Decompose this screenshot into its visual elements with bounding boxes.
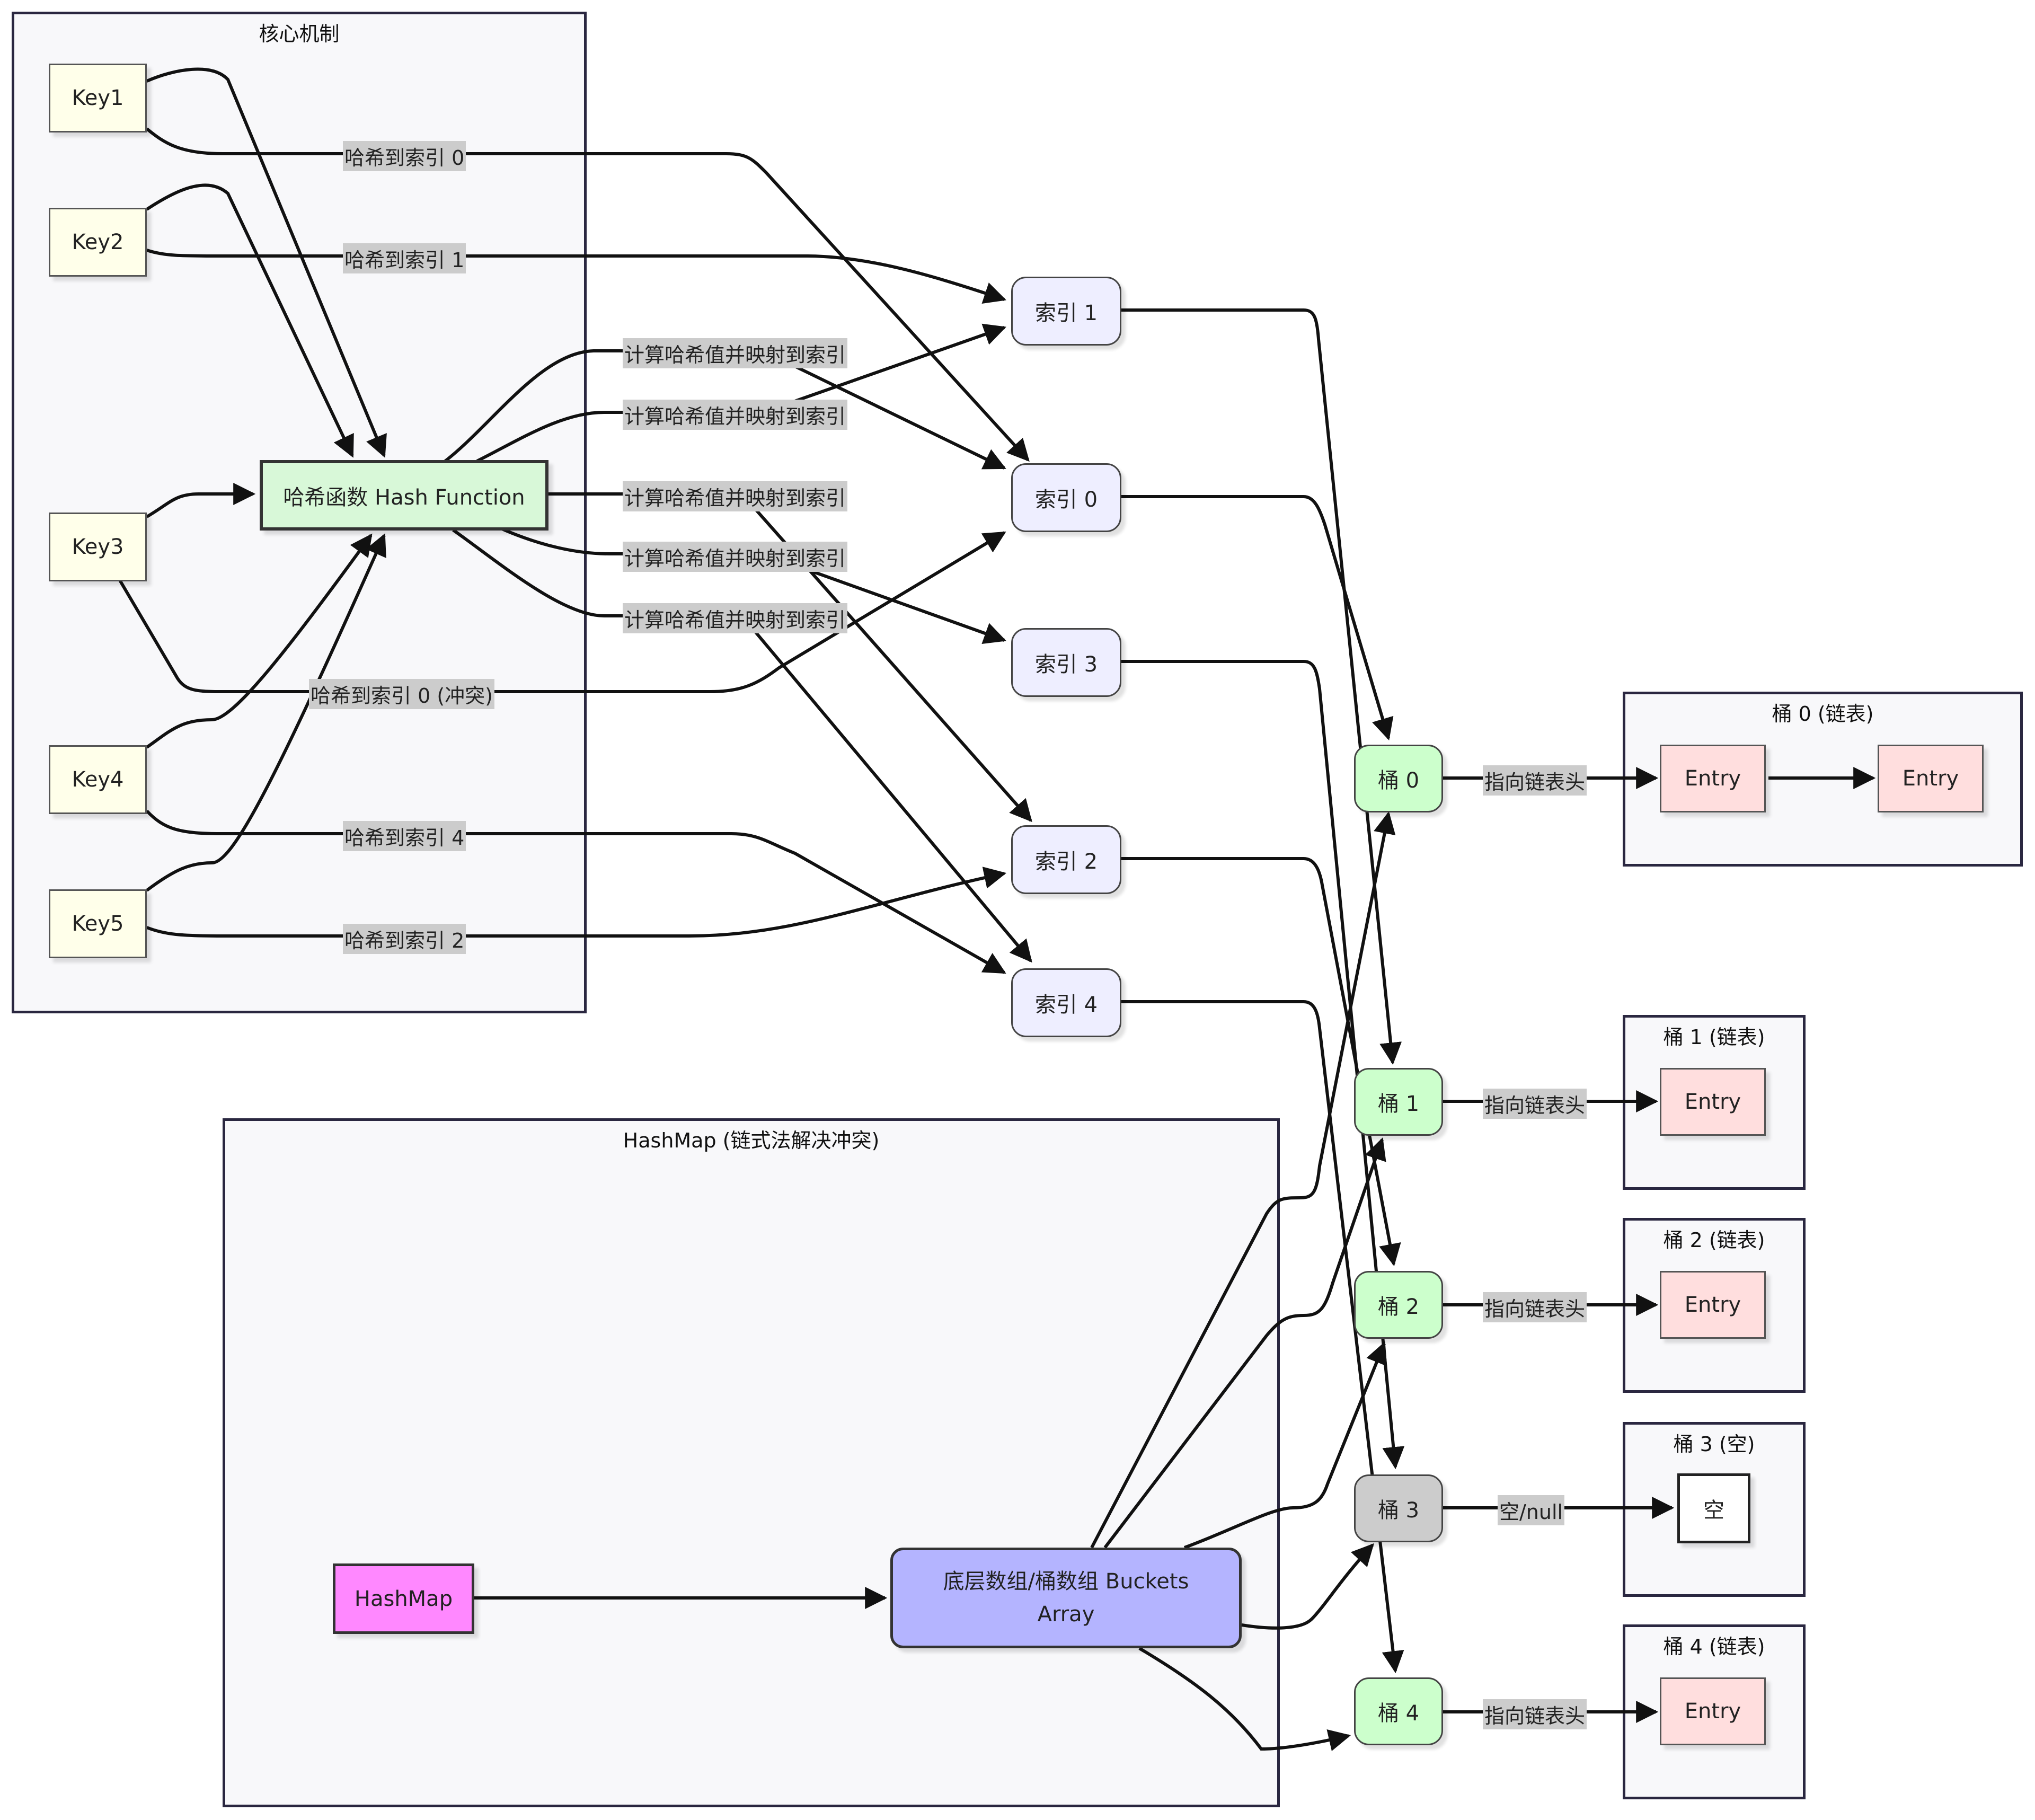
- key1-node[interactable]: Key1: [49, 64, 147, 132]
- bucket-1-node[interactable]: 桶 1: [1354, 1068, 1443, 1136]
- edge-key2-hashfn: [146, 183, 354, 458]
- edge-idx0-bucket0: [1120, 495, 1394, 741]
- index-2-node[interactable]: 索引 2: [1011, 825, 1121, 894]
- edge-idx3-bucket3: [1120, 660, 1405, 1470]
- index-0-node[interactable]: 索引 0: [1011, 463, 1121, 532]
- bucket-0-entry-2[interactable]: Entry: [1878, 745, 1984, 812]
- key4-node[interactable]: Key4: [49, 745, 147, 814]
- edge-key5-hashfn: [146, 533, 386, 892]
- edge-array-bucket4: [1138, 1647, 1351, 1751]
- cluster-hashmap: HashMap (链式法解决冲突): [223, 1118, 1280, 1807]
- edge-idx1-bucket1: [1120, 308, 1402, 1065]
- edge-array-bucket1: [1103, 1137, 1386, 1549]
- cluster-hashmap-title: HashMap (链式法解决冲突): [623, 1129, 880, 1152]
- edge-label-null: 空/null: [1498, 1495, 1565, 1525]
- bucket-2-node[interactable]: 桶 2: [1354, 1271, 1443, 1339]
- edge-hashfn-idx4: [452, 528, 1032, 963]
- edge-label-head-1: 指向链表头: [1483, 1089, 1587, 1119]
- cluster-bucket-4-title: 桶 4 (链表): [1663, 1635, 1765, 1658]
- cluster-core-title: 核心机制: [259, 22, 340, 46]
- edge-array-bucket3: [1241, 1543, 1374, 1630]
- edge-idx2-bucket2: [1120, 857, 1401, 1267]
- edge-label-head-0: 指向链表头: [1483, 765, 1587, 796]
- edge-key5-idx2: [146, 867, 1007, 938]
- bucket-3-empty-node[interactable]: 空: [1677, 1473, 1750, 1543]
- bucket-2-entry[interactable]: Entry: [1660, 1271, 1766, 1339]
- edge-key3-idx0: [118, 531, 1006, 693]
- edge-key4-hashfn: [146, 533, 373, 749]
- key3-node[interactable]: Key3: [49, 513, 147, 581]
- edge-hashfn-idx0: [444, 349, 1006, 470]
- cluster-bucket-1-title: 桶 1 (链表): [1663, 1026, 1765, 1049]
- edge-label-head-2: 指向链表头: [1483, 1292, 1587, 1322]
- edge-array-bucket2: [1183, 1341, 1387, 1549]
- edge-key1-hashfn: [146, 67, 387, 458]
- cluster-bucket-3-title: 桶 3 (空): [1673, 1433, 1755, 1456]
- bucket-0-entry-1[interactable]: Entry: [1660, 745, 1766, 812]
- edge-label-compute-1: 计算哈希值并映射到索引: [623, 338, 848, 368]
- index-1-node[interactable]: 索引 1: [1011, 277, 1121, 346]
- edge-hashfn-idx3: [500, 527, 1006, 644]
- key2-node[interactable]: Key2: [49, 208, 147, 277]
- edge-key2-idx1: [146, 249, 1006, 304]
- key5-node[interactable]: Key5: [49, 889, 147, 958]
- edge-key4-idx4: [145, 809, 1006, 974]
- edge-label-compute-4: 计算哈希值并映射到索引: [623, 542, 848, 572]
- index-3-node[interactable]: 索引 3: [1011, 628, 1121, 697]
- edge-array-bucket0: [1090, 811, 1396, 1549]
- hashmap-node[interactable]: HashMap: [333, 1563, 474, 1634]
- bucket-4-node[interactable]: 桶 4: [1354, 1677, 1443, 1745]
- bucket-1-entry[interactable]: Entry: [1660, 1068, 1766, 1136]
- edge-label-compute-3: 计算哈希值并映射到索引: [623, 481, 848, 511]
- edge-idx4-bucket4: [1120, 1000, 1404, 1674]
- cluster-bucket-0-title: 桶 0 (链表): [1772, 702, 1874, 726]
- bucket-4-entry[interactable]: Entry: [1660, 1677, 1766, 1745]
- edge-label-key2: 哈希到索引 1: [343, 243, 466, 273]
- edge-label-key1: 哈希到索引 0: [343, 141, 466, 171]
- edge-label-compute-2: 计算哈希值并映射到索引: [623, 400, 848, 430]
- edge-label-head-4: 指向链表头: [1483, 1699, 1587, 1729]
- edge-key1-idx0: [146, 127, 1030, 462]
- edge-label-key5: 哈希到索引 2: [343, 924, 466, 954]
- index-4-node[interactable]: 索引 4: [1011, 968, 1121, 1037]
- edge-label-compute-5: 计算哈希值并映射到索引: [623, 603, 848, 633]
- bucket-0-node[interactable]: 桶 0: [1354, 745, 1443, 812]
- hash-function-node[interactable]: 哈希函数 Hash Function: [260, 460, 548, 531]
- edge-label-key4: 哈希到索引 4: [343, 821, 466, 851]
- bucket-3-node[interactable]: 桶 3: [1354, 1474, 1443, 1542]
- edge-key3-hashfn: [146, 483, 256, 518]
- buckets-array-node[interactable]: 底层数组/桶数组 Buckets Array: [890, 1548, 1242, 1648]
- cluster-bucket-2-title: 桶 2 (链表): [1663, 1229, 1765, 1252]
- edge-label-key3: 哈希到索引 0 (冲突): [309, 679, 494, 709]
- edge-hashfn-idx1: [476, 323, 1006, 463]
